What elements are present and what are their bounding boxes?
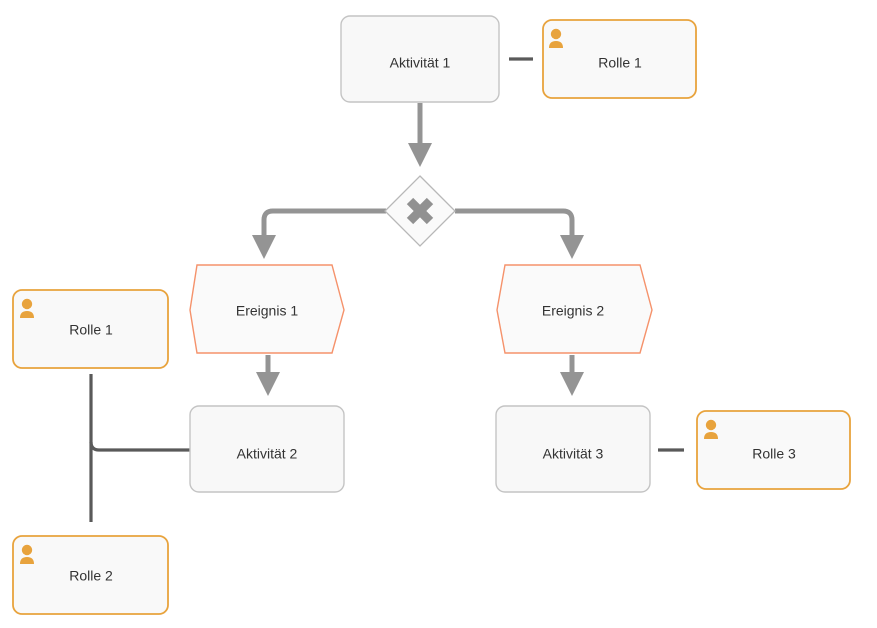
role-3-shape[interactable] xyxy=(696,410,851,490)
node-role-1-top[interactable]: Rolle 1 xyxy=(542,19,697,99)
person-icon xyxy=(20,298,34,318)
node-role-2[interactable]: Rolle 2 xyxy=(12,535,169,615)
event-1-shape[interactable] xyxy=(189,264,345,354)
role-1-left-shape[interactable] xyxy=(12,289,169,369)
node-gateway[interactable] xyxy=(384,175,456,247)
connector-gateway-to-event-1 xyxy=(252,208,386,259)
role-2-shape[interactable] xyxy=(12,535,169,615)
role-1-top-shape[interactable] xyxy=(542,19,697,99)
x-mark-icon xyxy=(406,197,434,225)
node-activity-1[interactable]: Aktivität 1 xyxy=(340,15,500,103)
activity-3-shape[interactable] xyxy=(495,405,651,493)
node-activity-2[interactable]: Aktivität 2 xyxy=(189,405,345,493)
connector-event-2-to-activity-3 xyxy=(560,355,584,396)
connector-event-1-to-activity-2 xyxy=(256,355,280,396)
person-icon xyxy=(20,544,34,564)
connector-gateway-to-event-2 xyxy=(455,208,584,259)
node-role-1-left[interactable]: Rolle 1 xyxy=(12,289,169,369)
node-activity-3[interactable]: Aktivität 3 xyxy=(495,405,651,493)
node-role-3[interactable]: Rolle 3 xyxy=(696,410,851,490)
connector-role-1-left-branch xyxy=(89,374,190,522)
connector-activity-1-to-gateway xyxy=(408,103,432,167)
activity-2-shape[interactable] xyxy=(189,405,345,493)
person-icon xyxy=(704,419,718,439)
connector-layer xyxy=(89,57,684,522)
node-event-1[interactable]: Ereignis 1 xyxy=(189,264,345,354)
node-event-2[interactable]: Ereignis 2 xyxy=(496,264,653,354)
activity-1-shape[interactable] xyxy=(340,15,500,103)
event-2-shape[interactable] xyxy=(496,264,653,354)
person-icon xyxy=(549,28,563,48)
